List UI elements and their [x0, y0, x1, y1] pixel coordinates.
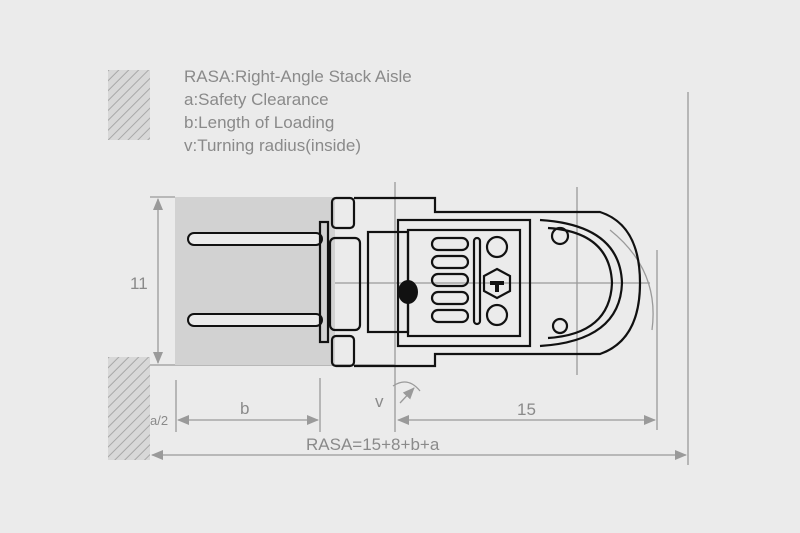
- legend: RASA:Right-Angle Stack Aisle a:Safety Cl…: [184, 67, 412, 155]
- truck-length-label: 15: [517, 400, 536, 419]
- forklift-top-view: [318, 196, 642, 368]
- load-width-label: 11: [130, 274, 148, 293]
- legend-line-rasa: RASA:Right-Angle Stack Aisle: [184, 67, 412, 86]
- aisle-formula-label: RASA=15+8+b+a: [306, 435, 440, 454]
- fork-lower: [187, 313, 323, 327]
- turning-radius-label: v: [375, 392, 384, 411]
- load-length-label: b: [240, 399, 249, 418]
- legend-line-a: a:Safety Clearance: [184, 90, 329, 109]
- dimension-aisle: RASA=15+8+b+a: [151, 435, 687, 460]
- dimension-truck-length: 15: [397, 400, 656, 425]
- load-area: [175, 197, 335, 365]
- turning-radius: v: [375, 381, 421, 411]
- half-clearance-label: a/2: [150, 413, 168, 428]
- legend-line-b: b:Length of Loading: [184, 113, 334, 132]
- legend-line-v: v:Turning radius(inside): [184, 136, 361, 155]
- fork-upper: [187, 232, 323, 246]
- dimension-load-width: 11: [130, 198, 163, 364]
- dimension-load-length: b a/2: [150, 378, 321, 432]
- wall-bottom: [108, 357, 150, 460]
- wall-top: [108, 70, 150, 140]
